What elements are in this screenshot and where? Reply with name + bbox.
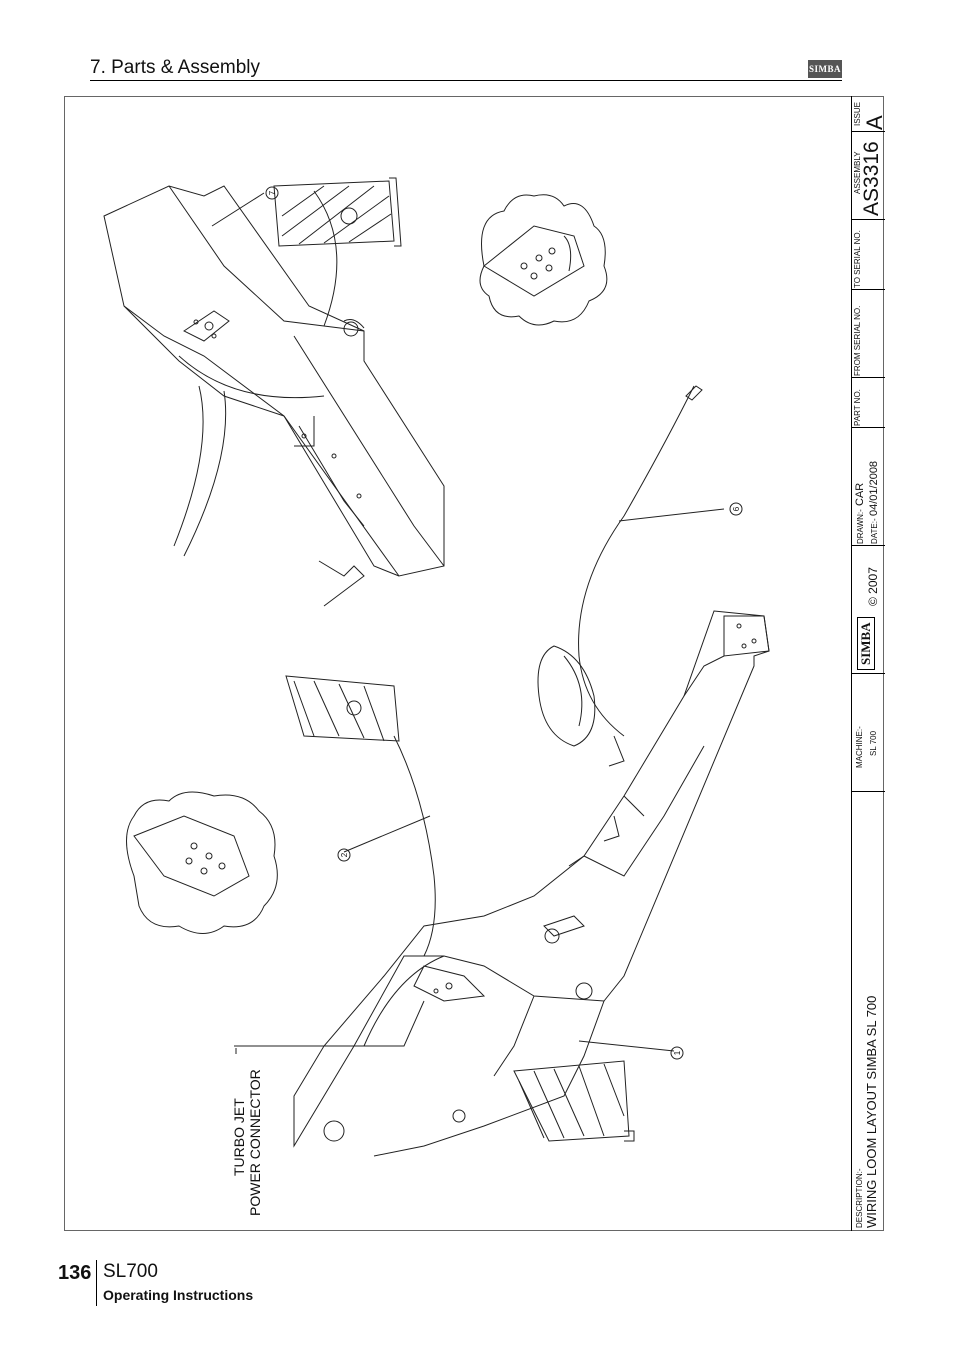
drawn-label: DRAWN:-	[856, 509, 865, 544]
balloon-6-label: 6	[732, 506, 741, 511]
title-block: ISSUE A ASSEMBLY AS3316 TO SERIAL NO. FR…	[851, 96, 887, 1231]
tb-logo-cell: © 2007 SIMBA	[852, 546, 885, 674]
balloon-7	[265, 186, 279, 200]
plate-bottom	[513, 1060, 635, 1142]
title-block-logo: SIMBA	[857, 617, 875, 670]
section-title: 7. Parts & Assembly	[90, 57, 261, 78]
balloon-6	[729, 502, 743, 516]
detail-top	[479, 194, 608, 326]
balloon-2	[337, 848, 351, 862]
date-label: DATE:-	[870, 518, 879, 544]
from-serial-label: FROM SERIAL NO.	[853, 305, 862, 376]
footer-rule	[96, 1260, 97, 1306]
balloon-1-label: 1	[673, 1050, 682, 1055]
cable-6	[578, 385, 703, 737]
balloon-7-label: 7	[268, 190, 277, 195]
balloon-1	[670, 1046, 684, 1060]
tb-issue-cell: ISSUE A	[852, 96, 887, 132]
detail-left	[126, 791, 278, 934]
copyright: © 2007	[866, 567, 880, 606]
tb-assembly-cell: ASSEMBLY AS3316	[852, 132, 885, 220]
balloon-2-label: 2	[340, 852, 349, 857]
issue-value: A	[862, 115, 887, 130]
plate-left	[285, 675, 436, 957]
leader-lines	[211, 192, 725, 1054]
drawn-value: CAR	[854, 482, 866, 506]
tb-part-no-cell: PART NO.	[852, 378, 885, 428]
callout-label-line2: POWER CONNECTOR	[247, 1069, 263, 1216]
assembly-value: AS3316	[860, 141, 883, 216]
footer-subtitle: Operating Instructions	[103, 1287, 254, 1303]
lower-frame	[293, 610, 770, 1157]
drawing-frame	[64, 96, 884, 1231]
header-rule	[90, 80, 842, 81]
plate-top	[273, 177, 402, 327]
description-label: DESCRIPTION:-	[855, 1168, 864, 1228]
callout-label-line1: TURBO JET	[231, 1098, 247, 1176]
footer-model: SL700	[103, 1261, 158, 1282]
tb-description-cell: DESCRIPTION:- WIRING LOOM LAYOUT SIMBA S…	[852, 792, 885, 1231]
callout-balloons	[265, 186, 743, 1060]
issue-label: ISSUE	[853, 101, 862, 126]
assembly-drawing: 7 6 2 1 TURBO JET POWER CONNECTOR	[103, 177, 770, 1216]
simba-logo: SIMBA	[808, 60, 842, 78]
to-serial-label: TO SERIAL NO.	[853, 230, 862, 288]
date-value: 04/01/2008	[868, 460, 880, 516]
tb-to-serial-cell: TO SERIAL NO.	[852, 220, 885, 290]
machine-value: SL 700	[869, 730, 878, 756]
tb-drawn-cell: DRAWN:- CAR DATE:- 04/01/2008	[852, 428, 885, 546]
description-value: WIRING LOOM LAYOUT SIMBA SL 700	[864, 995, 879, 1228]
machine-label: MACHINE:-	[855, 726, 864, 768]
upper-frame	[103, 185, 445, 607]
tb-machine-cell: MACHINE:- SL 700	[852, 674, 885, 792]
page-number: 136	[58, 1262, 92, 1284]
part-no-label: PART NO.	[853, 389, 862, 426]
tb-from-serial-cell: FROM SERIAL NO.	[852, 290, 885, 378]
